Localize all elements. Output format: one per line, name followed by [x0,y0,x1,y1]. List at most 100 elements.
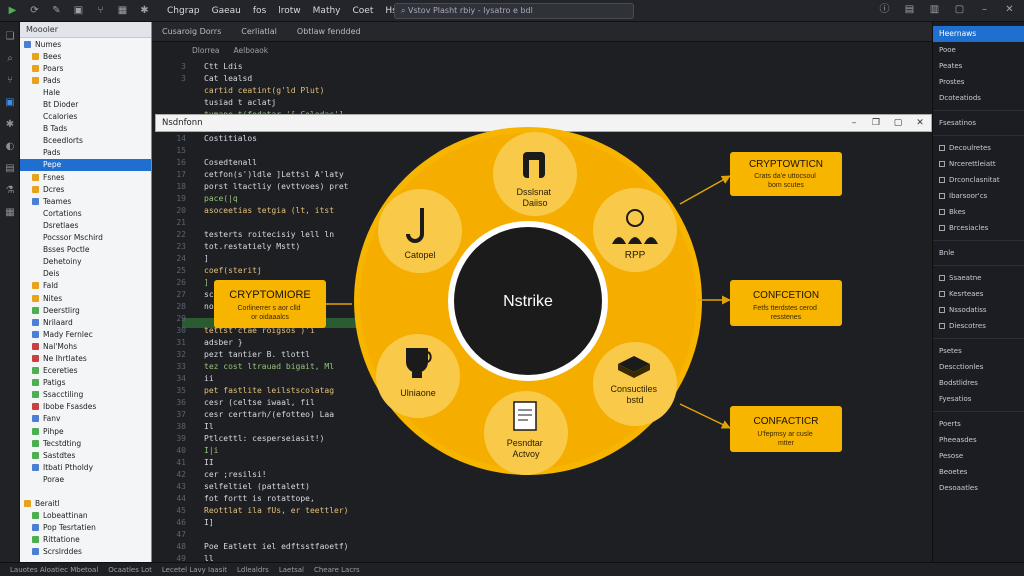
menu-item[interactable]: Gaeau [211,5,241,16]
breadcrumb-item[interactable]: Aelboaok [233,45,269,55]
close-icon[interactable]: ✕ [1005,4,1014,15]
tree-item[interactable]: Pads [20,74,151,86]
tree-item[interactable]: Pihpe [20,425,151,437]
panel-icon[interactable]: ▢ [954,4,965,15]
tree-item[interactable]: Itbati Ptholdy [20,461,151,473]
maximize-icon[interactable]: ▢ [893,118,903,128]
tree-item[interactable]: Fsnes [20,171,151,183]
menu-item[interactable]: fos [252,5,267,16]
tree-item[interactable]: Ecereties [20,365,151,377]
node-pesndtar[interactable]: Pesndtar Actvoy [484,391,568,475]
tree-item[interactable]: Patigs [20,377,151,389]
panel-item[interactable]: Prostes [933,74,1024,90]
files-icon[interactable]: ❏ [5,31,15,42]
tree-item[interactable]: Bceedlorts [20,135,151,147]
checkbox-icon[interactable] [939,323,945,329]
test-icon[interactable]: ⚗ [5,185,15,196]
tree-item[interactable]: Hale [20,86,151,98]
checkbox-icon[interactable] [939,145,945,151]
status-item[interactable]: Laetsal [278,565,304,574]
tree-item[interactable]: Tecstdting [20,437,151,449]
tree-item[interactable]: Dsretlaes [20,219,151,231]
status-item[interactable]: Lauotes Aloatiec Mbetoal [10,565,99,574]
tree-item[interactable]: Lobeattinan [20,510,151,522]
checkbox-icon[interactable] [939,291,945,297]
minimize-icon[interactable]: – [851,118,857,128]
tree-item[interactable]: Nrilaard [20,316,151,328]
checkbox-icon[interactable] [939,225,945,231]
search-icon[interactable]: ⌕ [7,53,13,64]
node-dsslsnat[interactable]: Dsslsnat Daiiso [493,132,577,216]
breadcrumb-item[interactable]: Dlorrea [192,45,220,55]
tab[interactable]: Cerliatlal [241,27,277,36]
panel-item[interactable]: Drconclasnitat [933,172,1024,188]
tree-item[interactable]: B Tads [20,123,151,135]
menu-item[interactable]: Mathy [312,5,341,16]
panel-item[interactable]: Pheeasdes [933,432,1024,448]
panel-item[interactable]: Bnle [933,245,1024,261]
branch-icon[interactable]: ⑂ [97,5,104,16]
tree-item[interactable]: Beraitl [20,498,151,510]
remote-icon[interactable]: ◐ [5,141,15,152]
tree-item[interactable]: Dcres [20,183,151,195]
tree-item[interactable]: Scrslrddes [20,546,151,558]
restore-icon[interactable]: ❐ [871,118,881,128]
chart-icon[interactable]: ▤ [5,163,15,174]
tree-item[interactable]: Numes [20,38,151,50]
tab[interactable]: Cusaroig Dorrs [162,27,222,36]
box-confcetion[interactable]: CONFCETION Fetfs tterdstes cerod ressten… [730,280,842,326]
node-ulniaone[interactable]: Ulniaone [376,334,460,418]
panel-item[interactable]: Kesrteaes [933,286,1024,302]
panel-item[interactable]: Psetes [933,343,1024,359]
tab[interactable]: Obtlaw fendded [296,27,361,36]
checkbox-icon[interactable] [939,275,945,281]
tree-item[interactable]: Ccalories [20,111,151,123]
sidebar-icon[interactable]: ▥ [929,4,940,15]
tree-item[interactable]: Dehetoiny [20,256,151,268]
panel-item[interactable]: Pooe [933,42,1024,58]
tree-item[interactable]: Mady Fernlec [20,328,151,340]
status-item[interactable]: Lecetel Lavy Iaasit [161,565,228,574]
info-icon[interactable]: ⓘ [879,4,890,15]
tree-item[interactable]: Pop Tesrtatien [20,522,151,534]
tree-item[interactable]: Porae [20,473,151,485]
panel-header[interactable]: Heernaws [933,26,1024,42]
run-icon[interactable]: ▶ [8,5,17,16]
debug-icon[interactable]: ✱ [5,119,15,130]
source-control-icon[interactable]: ⑂ [7,75,13,86]
panel-item[interactable]: Peates [933,58,1024,74]
tree-item[interactable]: Bsses Poctle [20,244,151,256]
panel-item[interactable]: Diescotres [933,318,1024,334]
tree-item[interactable]: Fanv [20,413,151,425]
menu-item[interactable]: lrotw [278,5,301,16]
tree-item[interactable]: Poars [20,62,151,74]
sync-icon[interactable]: ⟳ [30,5,39,16]
menu-item[interactable]: Coet [352,5,374,16]
status-item[interactable]: Ldlealdrs [237,565,269,574]
tree-item[interactable]: Pocssor Mschird [20,232,151,244]
box-cryptowticn[interactable]: CRYPTOWTICN Crats da'e uttocsoul bom scu… [730,152,842,196]
checkbox-icon[interactable] [939,177,945,183]
panel-item[interactable]: Brcesiacles [933,220,1024,236]
tree-item[interactable]: Pads [20,147,151,159]
debug-icon[interactable]: ✱ [140,5,149,16]
checkbox-icon[interactable] [939,307,945,313]
status-item[interactable]: Cheare Lacrs [313,565,360,574]
tree-item[interactable]: Ne Ihrtlates [20,352,151,364]
extensions-icon[interactable]: ▣ [5,97,15,108]
panel-item[interactable]: Decoulretes [933,140,1024,156]
tree-item[interactable]: Deerstlirg [20,304,151,316]
tree-item[interactable]: Nites [20,292,151,304]
panel-item[interactable]: Fsesatinos [933,115,1024,131]
status-item[interactable]: Ocaatles Lot [108,565,152,574]
grid-icon[interactable]: ▦ [5,207,15,218]
tree-item[interactable]: Rittatione [20,534,151,546]
panel-item[interactable]: Bkes [933,204,1024,220]
close-icon[interactable]: ✕ [916,118,924,128]
panel-item[interactable]: Bodstlidres [933,375,1024,391]
tree-item[interactable]: Ibobe Fsasdes [20,401,151,413]
panel-item[interactable]: Ssaeatne [933,270,1024,286]
node-consuctiles[interactable]: Consuctiles bstd [593,342,677,426]
minimize-icon[interactable]: – [982,4,987,15]
tree-item[interactable]: Teames [20,195,151,207]
